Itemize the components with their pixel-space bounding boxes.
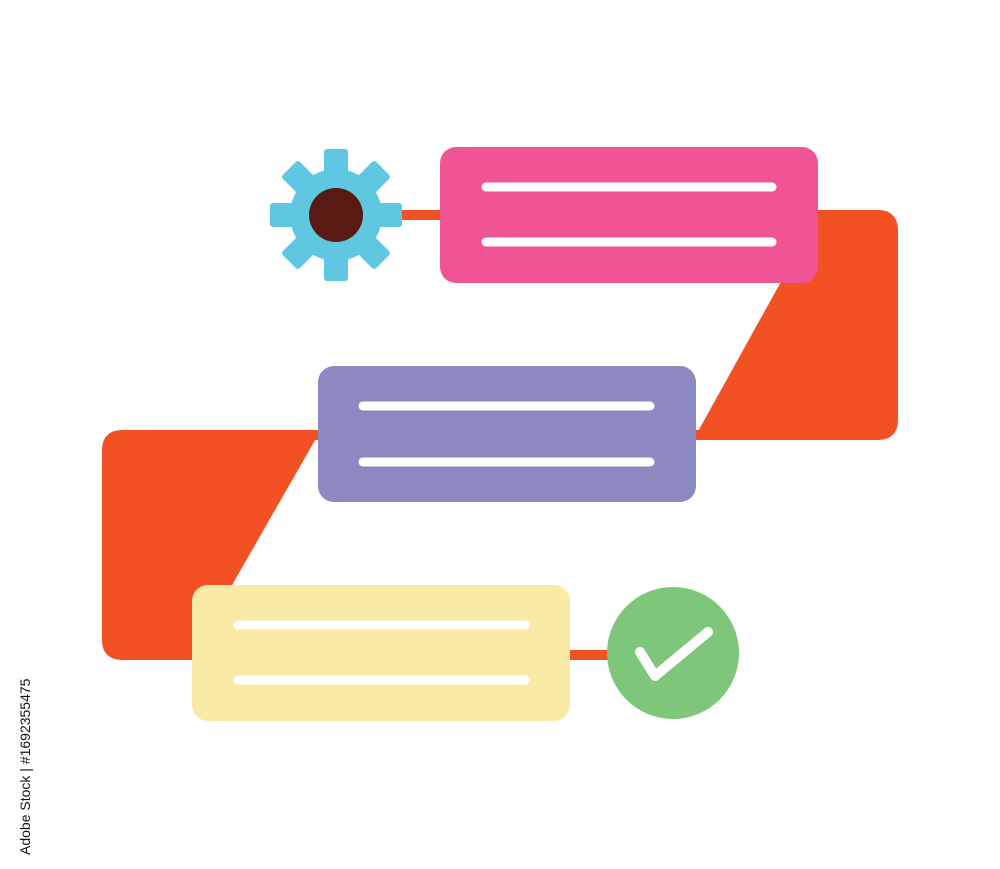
step-3-box <box>192 585 570 721</box>
connectors <box>102 210 898 660</box>
stock-id-label: Adobe Stock | #1692355475 <box>17 678 33 855</box>
check-icon <box>607 587 739 719</box>
gear-center <box>309 188 363 242</box>
step-2-box <box>318 366 696 502</box>
step-2-body <box>318 366 696 502</box>
check-circle <box>607 587 739 719</box>
step-1-body <box>440 147 818 283</box>
connector-step1-to-step2 <box>691 210 898 440</box>
check-mark <box>635 627 713 681</box>
stock-id-text: Adobe Stock | #1692355475 <box>17 678 33 855</box>
gear-icon <box>270 149 402 281</box>
step-1-box <box>440 147 818 283</box>
connector-step2-to-step3 <box>102 430 323 660</box>
step-3-body <box>192 585 570 721</box>
